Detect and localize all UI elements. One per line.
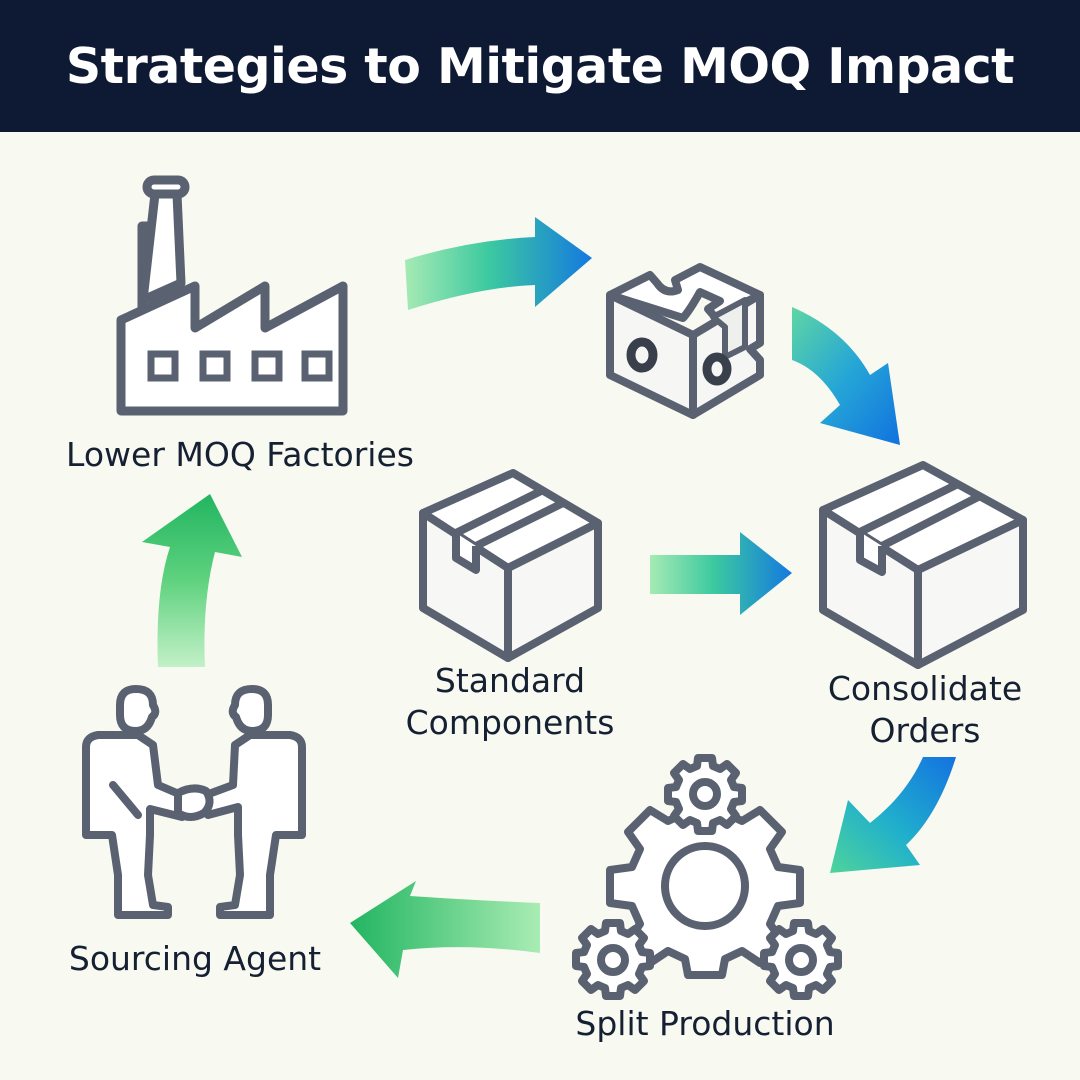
box-icon [419,469,602,662]
box-icon [819,461,1027,669]
header-banner: Strategies to Mitigate MOQ Impact [0,0,1080,132]
factory-icon [116,175,348,416]
flow-arrow-icon [830,757,956,873]
handshake-icon [82,685,306,919]
flow-arrow-icon [350,881,540,978]
flow-arrow-icon [792,307,900,445]
gears-icon [572,754,842,1000]
label-sourcing-agent: Sourcing Agent [68,939,322,978]
flow-arrow-icon [650,532,792,615]
label-consolidate-orders: Consolidate Orders [827,669,1023,750]
modular-component-icon [606,263,764,419]
label-split-production: Split Production [575,1004,835,1043]
flow-arrow-icon [142,494,242,667]
label-lower-moq-factories: Lower MOQ Factories [66,435,414,474]
page-title: Strategies to Mitigate MOQ Impact [65,37,1015,95]
flow-arrow-icon [405,217,592,310]
label-standard-components: Standard Components [405,661,615,742]
